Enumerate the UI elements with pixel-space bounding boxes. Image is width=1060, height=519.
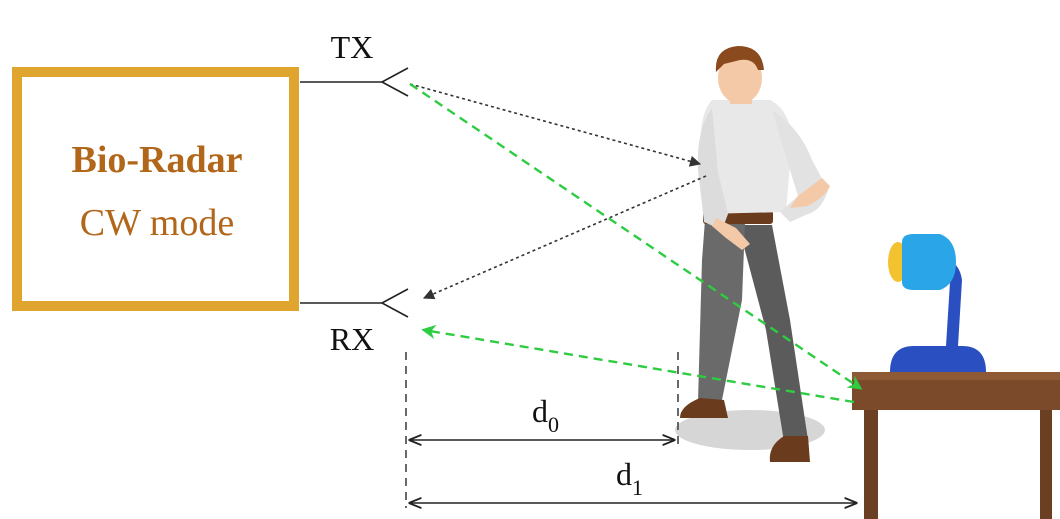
radar-mode: CW mode — [80, 202, 234, 244]
table-to-rx-path — [421, 324, 855, 404]
tx-antenna: TX — [300, 29, 409, 97]
person-figure — [680, 46, 830, 462]
radar-title: Bio-Radar — [72, 139, 243, 181]
signal-paths — [409, 83, 863, 404]
rx-label: RX — [330, 321, 374, 357]
bio-radar-box: Bio-Radar CW mode — [12, 67, 299, 311]
tx-label: TX — [331, 29, 374, 65]
tx-to-table-path — [409, 83, 863, 390]
tx-to-person-path — [409, 83, 702, 167]
table — [852, 372, 1060, 519]
d0-label: d0 — [532, 393, 559, 437]
desk-lamp-icon — [888, 234, 986, 372]
d1-label: d1 — [616, 456, 643, 500]
distance-markers: d0 d1 — [405, 352, 856, 508]
person-to-rx-path — [422, 175, 707, 300]
rx-antenna: RX — [300, 288, 409, 357]
